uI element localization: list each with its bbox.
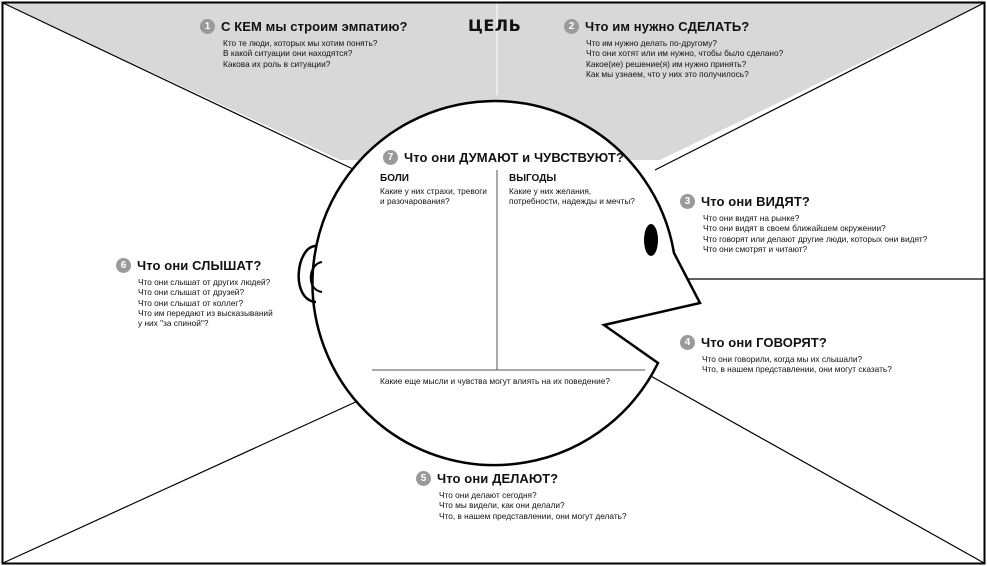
pains-block: БОЛИ Какие у них страхи, тревоги и разоч… [380, 173, 487, 207]
question-line: Что, в нашем представлении, они могут де… [439, 510, 627, 521]
section-doing: 5 Что они ДЕЛАЮТ? Что они делают сегодня… [416, 471, 627, 521]
divider-top-left [2, 2, 356, 171]
section-title: Что они ВИДЯТ? [701, 194, 810, 209]
gains-block: ВЫГОДЫ Какие у них желания, потребности,… [509, 173, 635, 207]
question-line: у них "за спиной"? [138, 318, 209, 329]
section-title: Что им нужно СДЕЛАТЬ? [585, 19, 750, 34]
question-line: Что говорят или делают другие люди, кото… [703, 233, 928, 244]
section-title: Что они ДУМАЮТ и ЧУВСТВУЮТ? [404, 150, 625, 165]
divider-top-right [654, 2, 985, 171]
question-line: Что мы видели, как они делали? [439, 500, 565, 511]
number-badge: 3 [680, 194, 695, 209]
gains-title: ВЫГОДЫ [509, 173, 557, 184]
head-outline [311, 99, 702, 467]
section-think-feel: 7 Что они ДУМАЮТ и ЧУВСТВУЮТ? [383, 150, 624, 165]
number-badge: 5 [416, 471, 431, 486]
question-line: Что они слышат от коллег? [138, 297, 244, 308]
eye-shape [644, 224, 658, 256]
question-line: и разочарования? [380, 196, 450, 207]
pains-title: БОЛИ [380, 173, 409, 184]
ear-shape [297, 244, 317, 304]
goal-label: ЦЕЛЬ [468, 16, 522, 35]
other-thoughts: Какие еще мысли и чувства могут влиять н… [380, 376, 610, 386]
number-badge: 4 [680, 335, 695, 350]
section-say: 4 Что они ГОВОРЯТ? Что они говорили, ког… [680, 335, 892, 375]
number-badge: 1 [200, 19, 215, 34]
question-line: Что они говорили, когда мы их слышали? [702, 354, 863, 364]
question-line: Что они хотят или им нужно, чтобы было с… [586, 48, 784, 59]
section-see: 3 Что они ВИДЯТ? Что они видят на рынке?… [680, 194, 927, 254]
question-line: Что они делают сегодня? [439, 490, 537, 500]
section-do: 2 Что им нужно СДЕЛАТЬ? Что им нужно дел… [564, 19, 783, 79]
section-who: 1 С КЕМ мы строим эмпатию? Кто те люди, … [200, 19, 408, 69]
question-line: Какие у них желания, [509, 186, 592, 196]
number-badge: 6 [116, 258, 131, 273]
ear-inner [309, 261, 323, 293]
question-line: Что они смотрят и читают? [703, 243, 808, 254]
number-badge: 2 [564, 19, 579, 34]
question-line: В какой ситуации они находятся? [223, 48, 353, 59]
question-line: Какие у них страхи, тревоги [380, 186, 487, 196]
question-line: Что они видят в своем ближайшем окружени… [703, 223, 886, 234]
section-title: Что они ДЕЛАЮТ? [437, 471, 559, 486]
section-title: Что они СЛЫШАТ? [137, 258, 262, 273]
goal-zone [3, 3, 984, 160]
section-title: Что они ГОВОРЯТ? [701, 335, 827, 350]
question-line: Какие еще мысли и чувства могут влиять н… [380, 376, 610, 386]
question-line: Что они слышат от друзей? [138, 287, 245, 298]
question-line: Что они слышат от других людей? [138, 277, 271, 287]
question-line: Кто те люди, которых мы хотим понять? [223, 38, 378, 48]
question-line: Что, в нашем представлении, они могут ск… [702, 364, 892, 375]
question-line: Что им нужно делать по-другому? [586, 38, 717, 48]
section-title: С КЕМ мы строим эмпатию? [221, 19, 408, 34]
question-line: Как мы узнаем, что у них это получилось? [586, 68, 749, 79]
section-hear: 6 Что они СЛЫШАТ? Что они слышат от друг… [116, 258, 273, 328]
divider-bottom-left [2, 399, 361, 564]
question-line: Какое(ие) решение(я) им нужно принять? [586, 58, 747, 69]
question-line: Какова их роль в ситуации? [223, 58, 331, 69]
question-line: потребности, надежды и мечты? [509, 196, 635, 207]
question-line: Что они видят на рынке? [703, 213, 800, 223]
question-line: Что им передают из высказываний [138, 307, 273, 318]
number-badge: 7 [383, 150, 398, 165]
divider-bottom-right [639, 369, 985, 564]
